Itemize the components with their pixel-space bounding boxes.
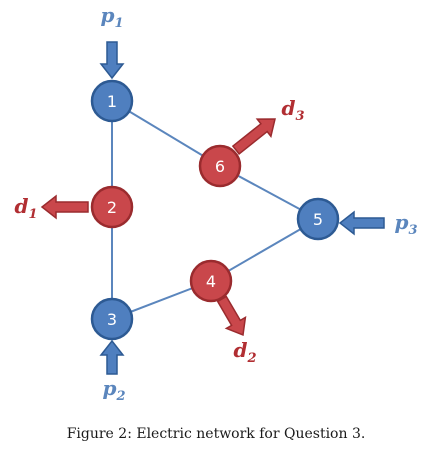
node-4 [189,259,233,303]
node-label-2: 2 [107,198,117,217]
node-3 [90,297,134,341]
network-nodes: 1 2 3 4 5 6 [90,79,340,341]
demand-arrow-d3 [231,118,276,155]
node-label-4: 4 [206,272,216,291]
demand-arrow-d1 [40,194,89,220]
flow-label-d1: d1 [14,194,37,222]
demand-arrow-d2 [216,295,247,337]
flow-label-p2: p2 [102,376,125,404]
flow-label-d3: d3 [281,96,304,124]
node-label-5: 5 [313,210,323,229]
figure-caption: Figure 2: Electric network for Question … [66,426,366,442]
supply-arrow-p2 [99,339,125,375]
node-label-6: 6 [215,157,225,176]
flow-label-p1: p1 [100,3,123,31]
node-label-3: 3 [107,310,117,329]
node-5 [296,197,340,241]
node-label-1: 1 [107,92,117,111]
supply-arrow-p3 [338,210,385,236]
node-2 [90,185,134,229]
node-1 [90,79,134,123]
flow-label-p3: p3 [394,210,417,238]
flow-labels: p1 d1 p2 d2 p3 d3 [14,3,417,404]
supply-arrow-p1 [99,41,125,80]
node-6 [198,144,242,188]
electric-network-diagram: 1 2 3 4 5 6 p1 d1 p2 d2 p3 d3 [14,3,417,404]
flow-arrows [40,41,385,375]
flow-label-d2: d2 [233,338,256,366]
